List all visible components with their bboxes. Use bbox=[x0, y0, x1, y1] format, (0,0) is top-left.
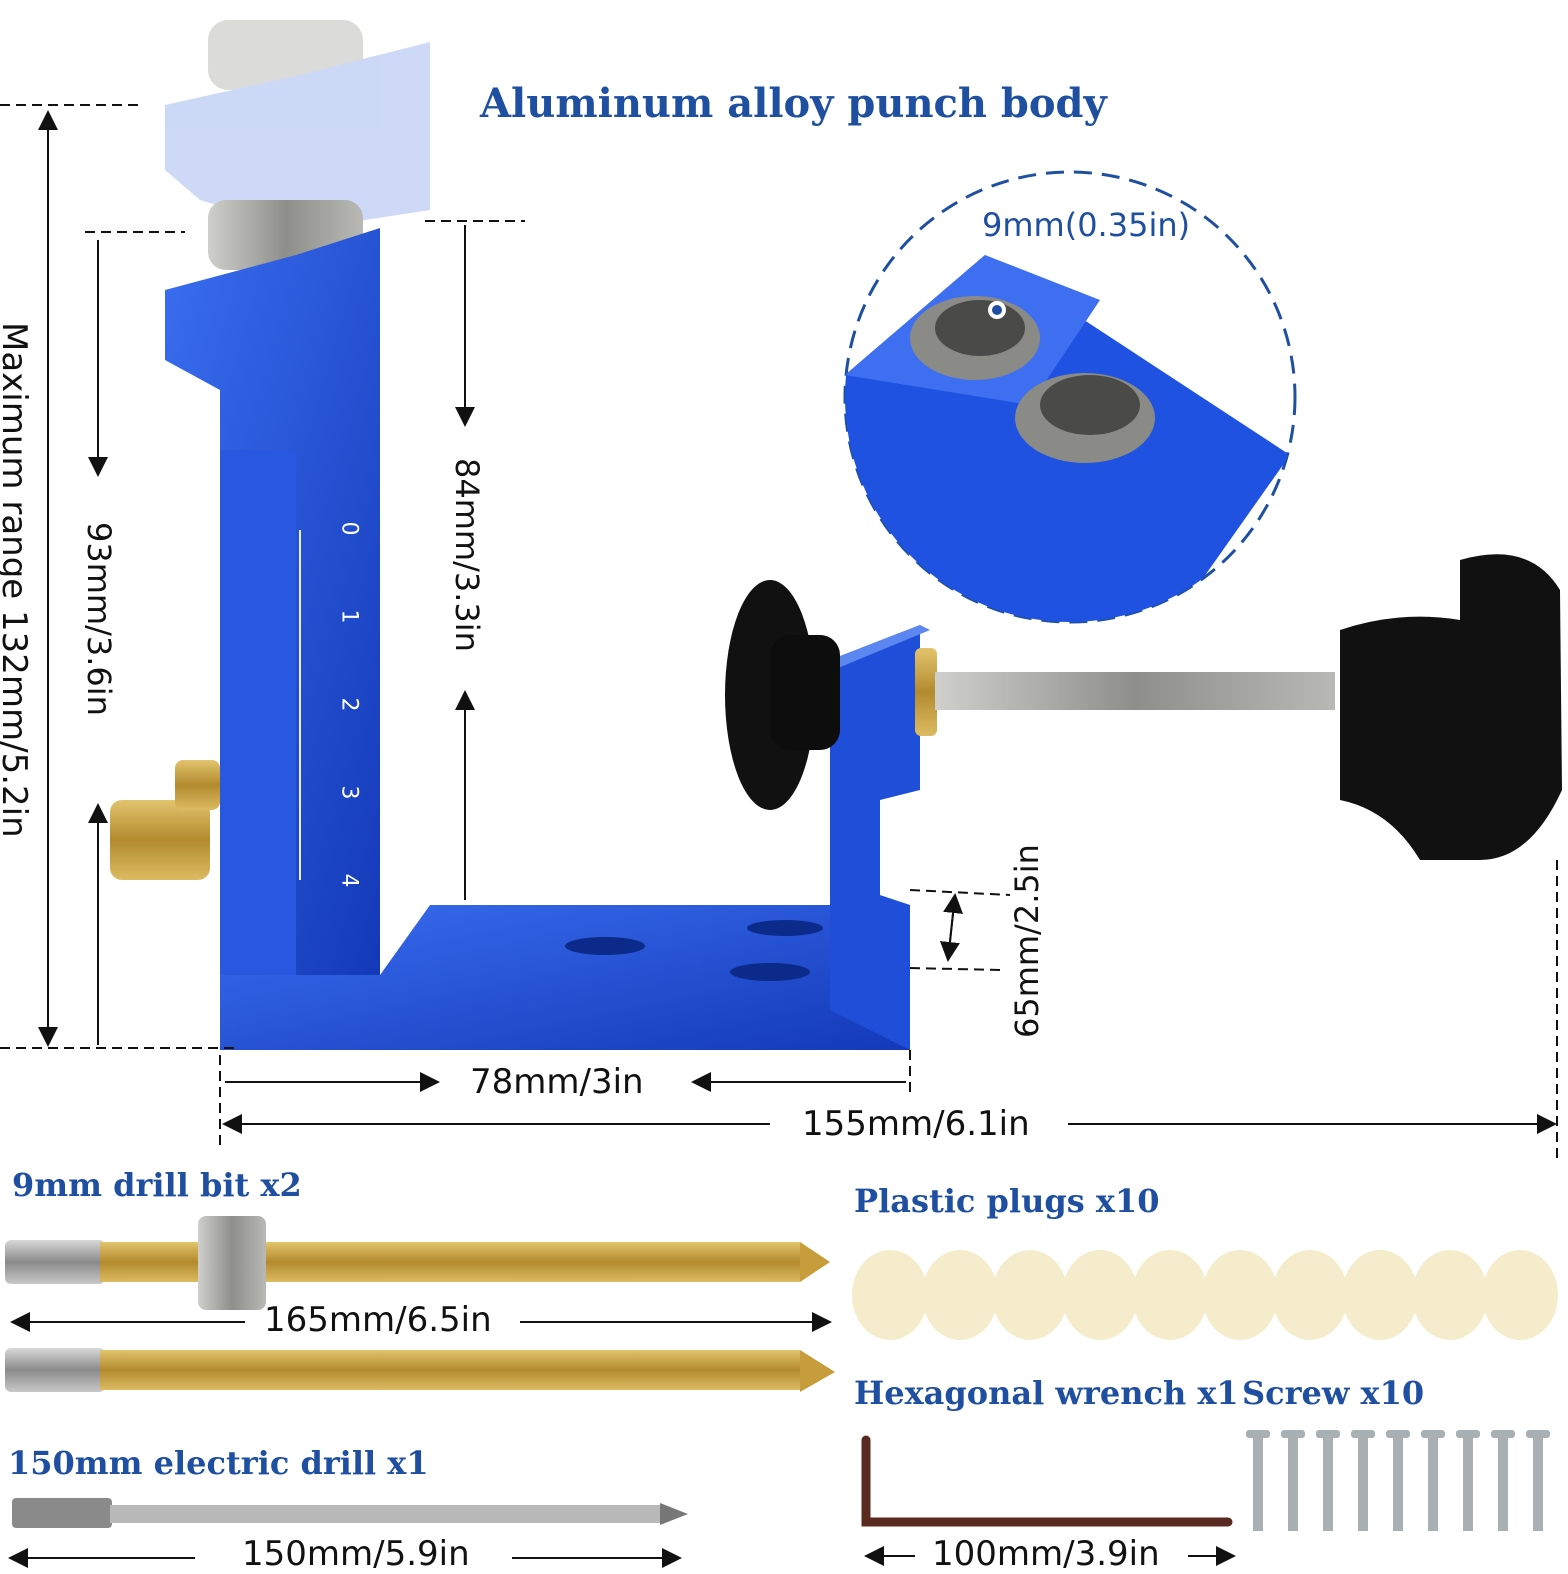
screw-icon bbox=[1246, 1430, 1550, 1531]
hole-detail-view bbox=[843, 170, 1297, 624]
body-title: Aluminum alloy punch body bbox=[480, 80, 1107, 127]
drill-bit-title: 9mm drill bit x2 bbox=[12, 1166, 302, 1204]
scale-mark-4: 4 bbox=[336, 873, 362, 888]
clamp-knob-icon bbox=[725, 554, 1562, 860]
hole-dimension: 9mm(0.35in) bbox=[982, 206, 1191, 244]
electric-drill-title: 150mm electric drill x1 bbox=[8, 1444, 429, 1482]
plastic-plug-icon bbox=[852, 1250, 1558, 1340]
jig-ghost bbox=[165, 20, 430, 230]
scale-mark-1: 1 bbox=[336, 609, 362, 624]
plugs-title: Plastic plugs x10 bbox=[854, 1182, 1160, 1220]
wrench-dimension: 100mm/3.9in bbox=[932, 1534, 1160, 1574]
wrench-title: Hexagonal wrench x1 bbox=[854, 1374, 1239, 1412]
dim-84: 84mm/3.3in bbox=[448, 458, 486, 652]
dim-93: 93mm/3.6in bbox=[80, 522, 118, 716]
max-range-label: Maximum range 132mm/5.2in bbox=[0, 322, 34, 838]
electric-drill-bit-icon bbox=[12, 1498, 688, 1528]
dim-65: 65mm/2.5in bbox=[1008, 844, 1046, 1038]
dim-155: 155mm/6.1in bbox=[802, 1104, 1030, 1144]
scale-mark-0: 0 bbox=[336, 521, 362, 536]
drill-bit-dimension: 165mm/6.5in bbox=[264, 1300, 492, 1340]
pocket-hole-jig-icon bbox=[110, 200, 930, 1050]
hex-wrench-icon bbox=[861, 1435, 1233, 1527]
dimension-lines bbox=[0, 104, 1558, 1160]
electric-drill-dimension: 150mm/5.9in bbox=[242, 1534, 470, 1574]
scale-mark-3: 3 bbox=[336, 785, 362, 800]
scale-mark-2: 2 bbox=[336, 697, 362, 712]
drill-bit-icon bbox=[5, 1216, 830, 1310]
dim-78: 78mm/3in bbox=[470, 1062, 644, 1102]
drill-bit-icon bbox=[5, 1348, 835, 1392]
screw-title: Screw x10 bbox=[1242, 1374, 1425, 1412]
